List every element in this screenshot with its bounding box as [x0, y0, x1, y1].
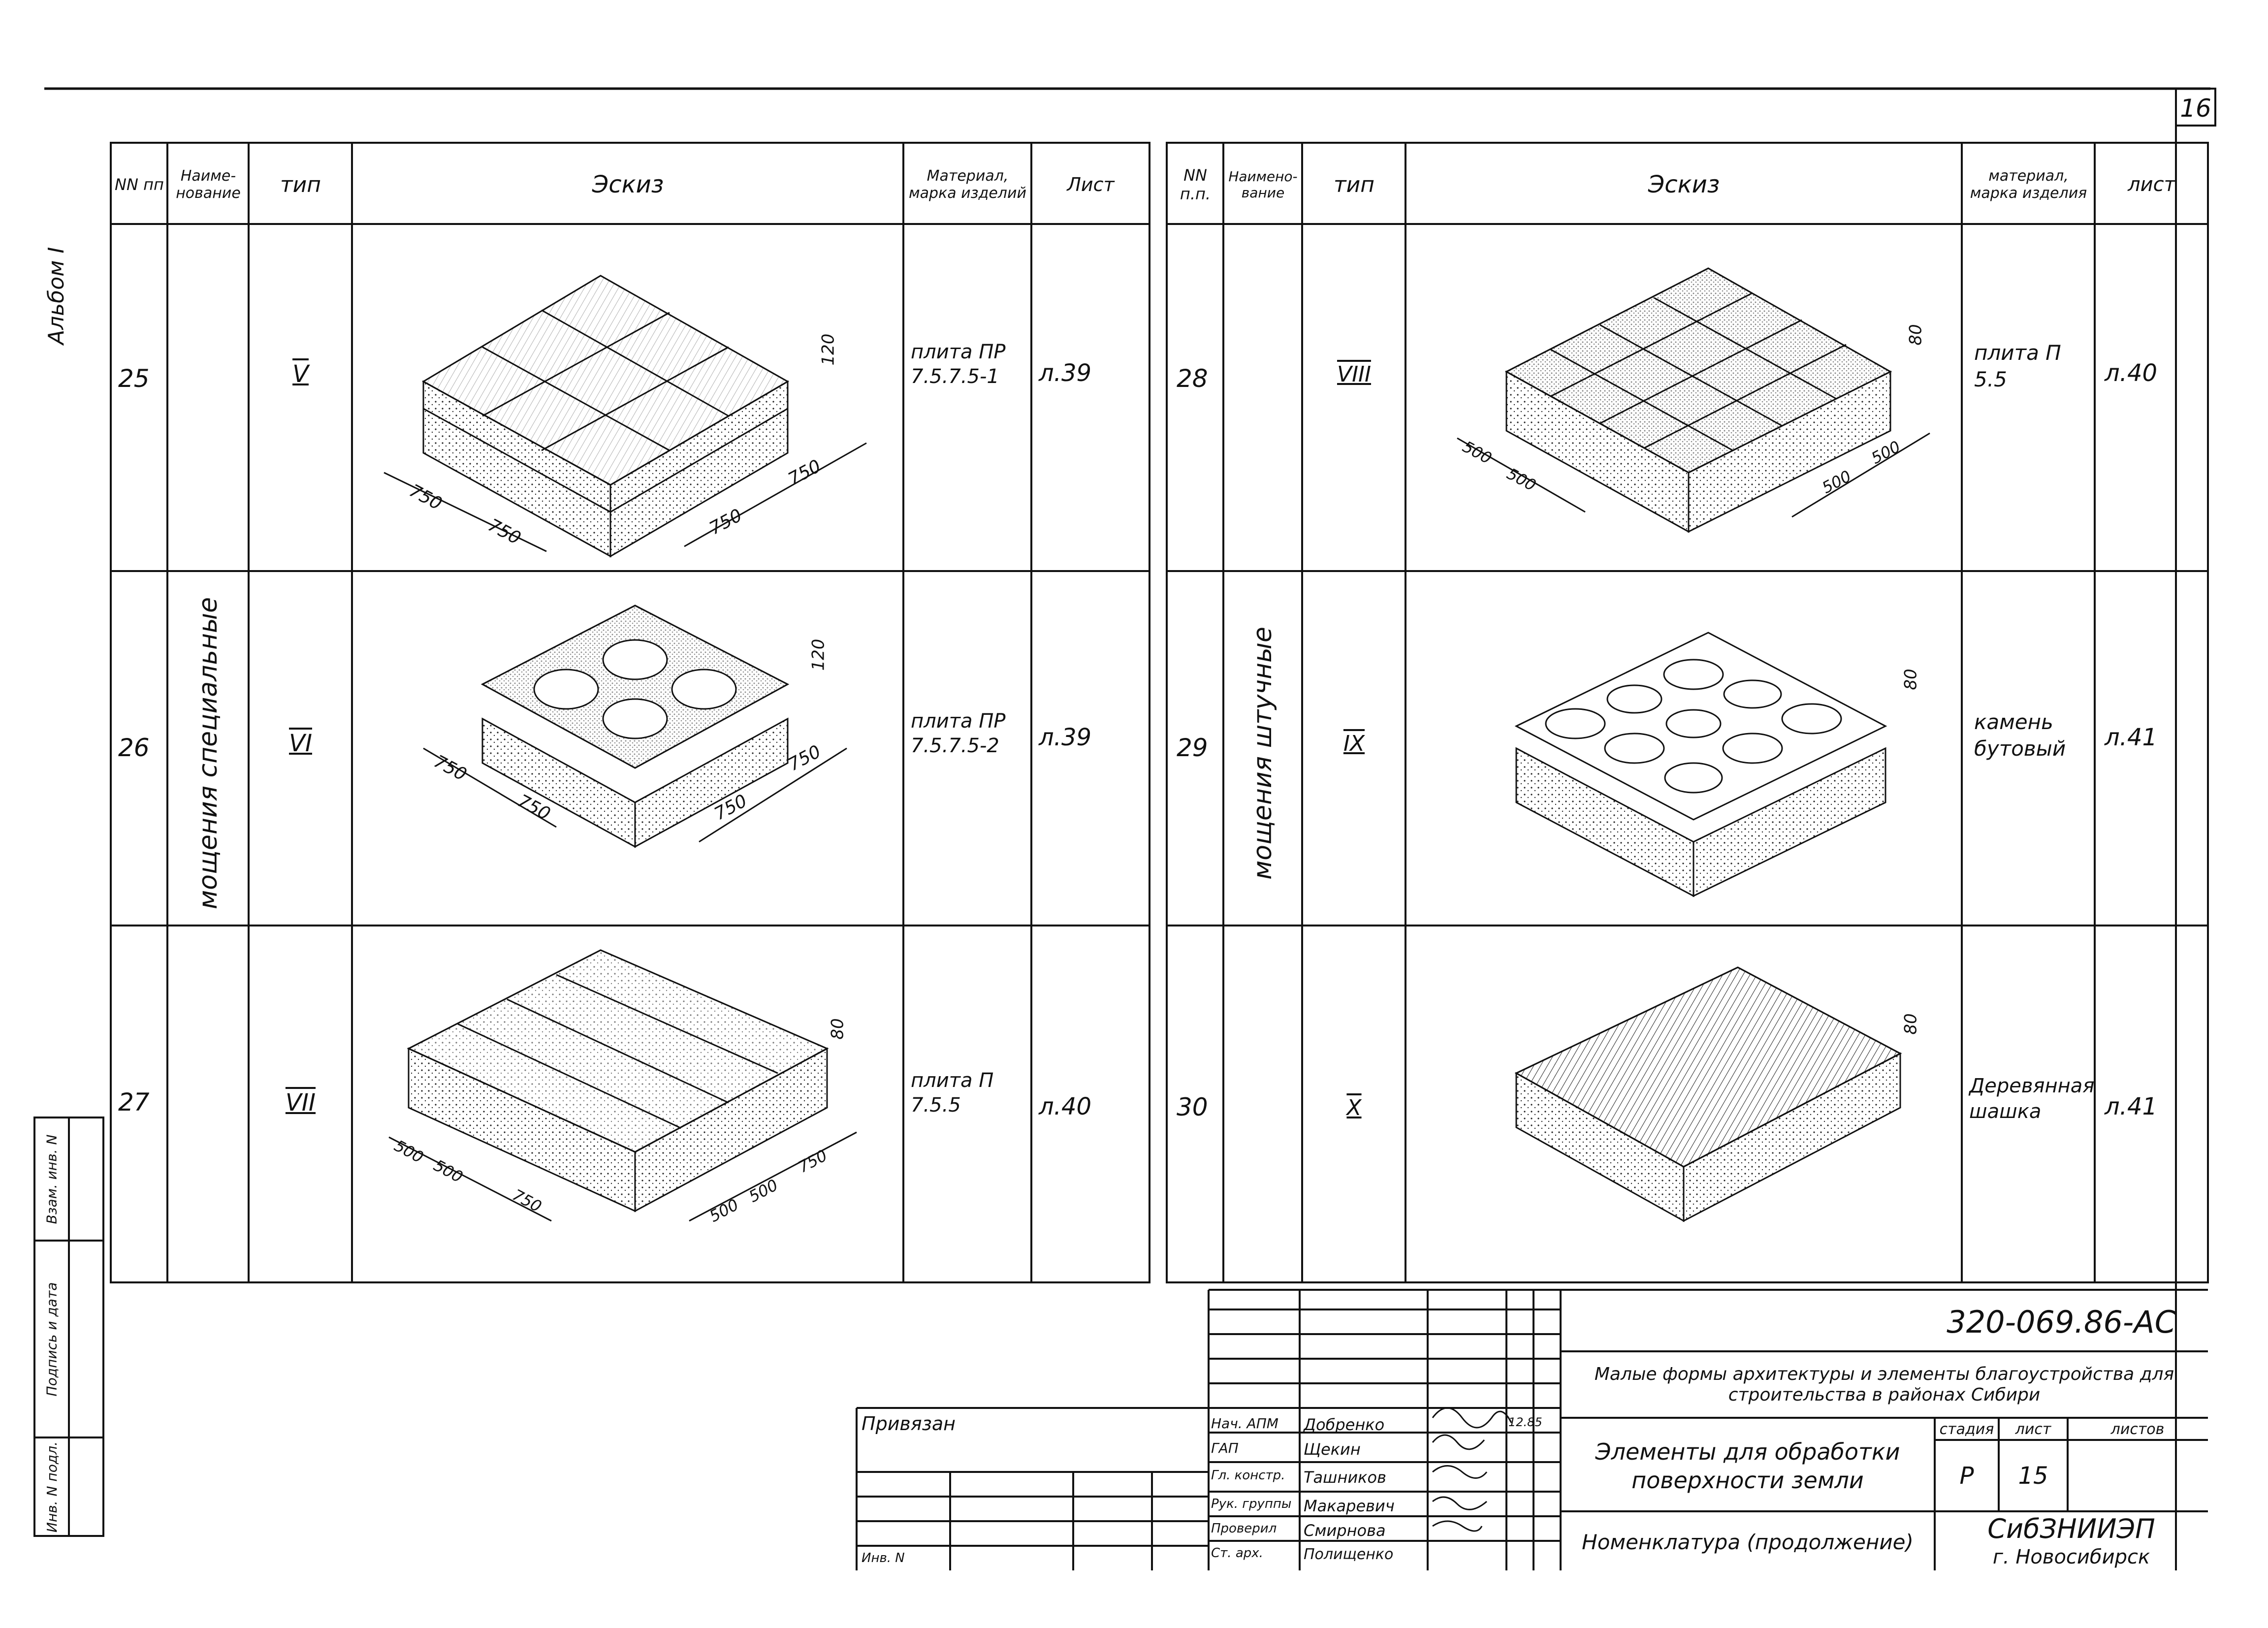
sketch-25	[383, 275, 867, 558]
height-label: 120	[808, 638, 829, 671]
row-material: Деревянная шашка	[1969, 1075, 2095, 1123]
row-sheet: л.39	[1039, 359, 1092, 387]
row-sheet: л.39	[1039, 724, 1092, 751]
row-num: 28	[1177, 364, 1208, 393]
left-header-num: NN пп	[115, 175, 164, 194]
right-header-type: тип	[1334, 172, 1374, 197]
row-material: плита П 7.5.5	[911, 1069, 994, 1117]
stage-value: Р	[1959, 1462, 1974, 1490]
row-material: плита П 5.5	[1974, 341, 2061, 391]
height-label: 120	[818, 333, 838, 366]
left-header-sketch: Эскиз	[592, 171, 664, 198]
right-header-sheet: лист	[2128, 173, 2175, 196]
sheet-title: Элементы для обработки поверхности земли	[1595, 1438, 1900, 1494]
row-material: плита ПР 7.5.7.5-1	[911, 341, 1006, 388]
row-num: 29	[1177, 734, 1208, 762]
row-sheet: л.40	[2105, 359, 2158, 387]
sketch-28	[1457, 267, 1930, 533]
side-stamp-text: Взам. инв. N	[43, 1134, 60, 1224]
role: Рук. группы	[1211, 1497, 1292, 1511]
sheet-number: 16	[2180, 94, 2211, 123]
left-header-name: Наиме-нование	[176, 167, 241, 202]
sheet-subtitle: Номенклатура (продолжение)	[1582, 1530, 1914, 1554]
title-block-grid	[856, 1289, 2208, 1570]
height-label: 80	[1901, 1013, 1921, 1035]
height-label: 80	[1906, 324, 1926, 346]
sketch-30	[1514, 966, 1902, 1222]
name: Макаревич	[1304, 1497, 1395, 1515]
row-sheet: л.41	[2105, 724, 2158, 751]
row-sheet: л.41	[2105, 1093, 2158, 1120]
left-header-sheet: Лист	[1067, 174, 1115, 195]
sketch-27	[388, 949, 857, 1222]
role: Ст. арх.	[1211, 1546, 1263, 1561]
doc-code: 320-069.86-АС	[1947, 1304, 2176, 1340]
org-city: г. Новосибирск	[1992, 1545, 2150, 1568]
role: Гл. констр.	[1211, 1468, 1285, 1483]
left-header-type: тип	[280, 172, 321, 197]
row-material: камень бутовый	[1974, 710, 2066, 761]
role: Проверил	[1211, 1521, 1277, 1536]
row-num: 26	[118, 734, 150, 762]
inv-label: Инв. N	[862, 1551, 905, 1565]
role: Нач. АПМ	[1211, 1415, 1278, 1432]
right-header-material: материал, марка изделия	[1970, 167, 2087, 202]
name: Щекин	[1304, 1440, 1361, 1459]
row-num: 30	[1177, 1093, 1208, 1121]
row-type: IX	[1343, 731, 1365, 756]
row-num: 25	[118, 364, 150, 393]
date: 12.85	[1508, 1415, 1542, 1429]
side-stamp-grid	[33, 1117, 104, 1537]
signatures	[1432, 1407, 1512, 1532]
stage-label: стадия	[1939, 1420, 1994, 1438]
side-stamp-text: Инв. N подл.	[43, 1441, 60, 1532]
left-header-material: Материал, марка изделий	[909, 167, 1026, 202]
row-type: VI	[289, 730, 312, 757]
left-table-grid	[110, 142, 1150, 1283]
right-header-sketch: Эскиз	[1648, 171, 1720, 198]
height-label: 80	[828, 1018, 848, 1040]
album-label: Альбом I	[44, 247, 69, 345]
org-name: СибЗНИИЭП	[1987, 1513, 2155, 1544]
right-header-name: Наимено-вание	[1228, 168, 1298, 201]
row-material: плита ПР 7.5.7.5-2	[911, 710, 1006, 757]
sheet-value: 15	[2018, 1462, 2048, 1490]
sheet-label: лист	[2015, 1420, 2051, 1438]
row-sheet: л.40	[1039, 1093, 1092, 1120]
name: Добренко	[1304, 1415, 1385, 1434]
row-type: VIII	[1337, 361, 1372, 387]
row-type: X	[1346, 1095, 1362, 1120]
row-type: VII	[285, 1089, 316, 1117]
height-label: 80	[1901, 669, 1921, 690]
sketch-29	[1514, 632, 1887, 897]
name: Ташников	[1304, 1468, 1386, 1487]
right-header-num: NN п.п.	[1180, 166, 1211, 203]
row-type: V	[292, 360, 309, 388]
right-group-name: мощения штучные	[1248, 626, 1278, 880]
bound-label: Привязан	[862, 1413, 956, 1435]
row-num: 27	[118, 1088, 150, 1117]
left-group-name: мощения специальные	[193, 597, 223, 910]
sheets-label: листов	[2110, 1420, 2165, 1438]
name: Полищенко	[1304, 1546, 1394, 1563]
role: ГАП	[1211, 1440, 1239, 1456]
right-table-grid	[1166, 142, 2209, 1283]
sketch-26	[423, 605, 847, 848]
project-title: Малые формы архитектуры и элементы благо…	[1594, 1364, 2174, 1405]
side-stamp-text: Подпись и дата	[43, 1282, 60, 1396]
name: Смирнова	[1304, 1521, 1386, 1540]
